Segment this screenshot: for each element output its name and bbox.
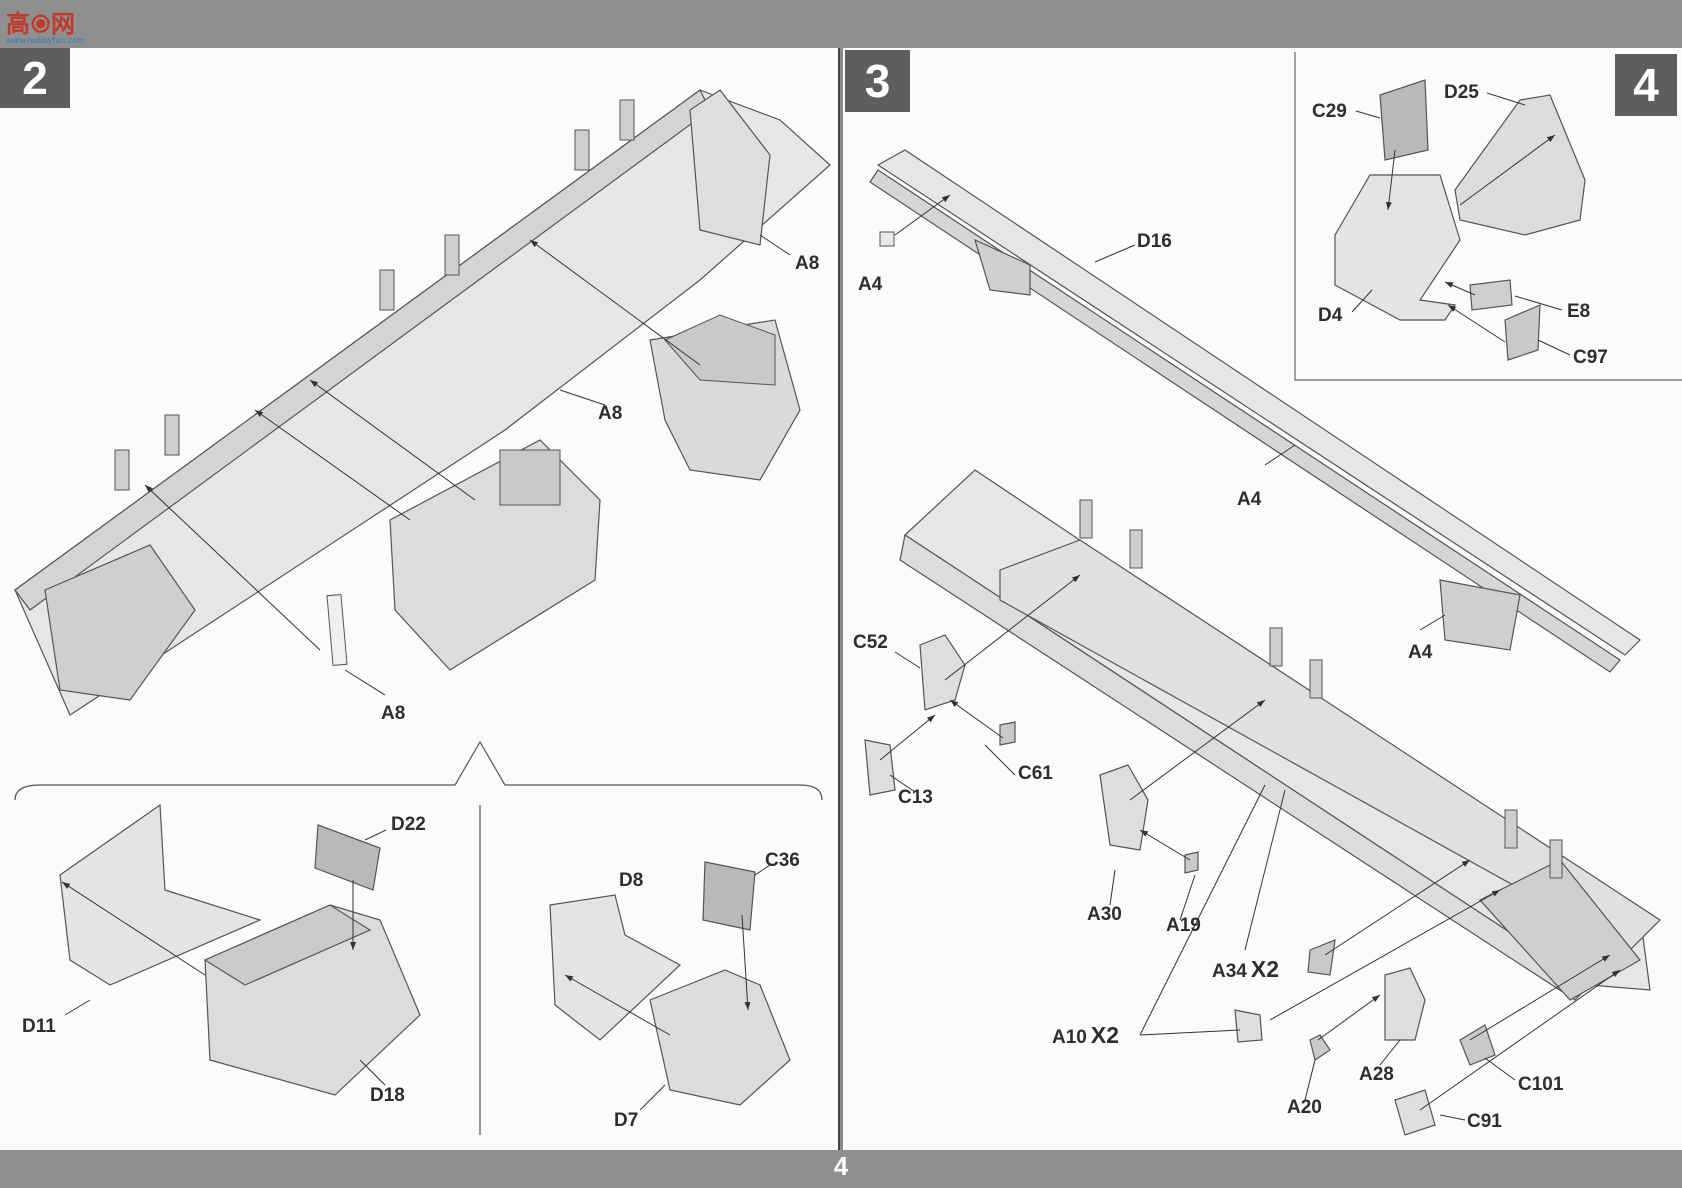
quantity-label: X2 (1090, 1022, 1119, 1048)
watermark-logo-text: 高🞊网 (6, 10, 76, 38)
part-label: A8 (795, 253, 820, 274)
step3-rail (869, 149, 1641, 673)
part-label: D18 (370, 1085, 405, 1106)
part-label: A34 (1212, 961, 1247, 982)
part-label: A4 (858, 274, 883, 295)
step-number-3: 3 (845, 50, 910, 112)
part-label: C52 (853, 632, 888, 653)
top-band (0, 0, 1682, 48)
part-label: D25 (1444, 82, 1479, 103)
step-number-2: 2 (0, 48, 70, 108)
part-label: C91 (1467, 1111, 1502, 1132)
part-label: A8 (381, 703, 406, 724)
part-label: A4 (1408, 642, 1433, 663)
part-label: C101 (1518, 1074, 1564, 1095)
quantity-label: X2 (1250, 956, 1279, 982)
part-label: D7 (614, 1110, 639, 1131)
part-label: D22 (391, 814, 426, 835)
part-label: C13 (898, 787, 933, 808)
part-label: A30 (1087, 904, 1122, 925)
part-label: A8 (598, 403, 623, 424)
part-label: C36 (765, 850, 800, 871)
part-label: D16 (1137, 231, 1172, 252)
watermark-url: www.hobbyfun.com (6, 36, 85, 45)
part-label: C29 (1312, 101, 1347, 122)
part-label: A28 (1359, 1064, 1394, 1085)
watermark-logo: 高🞊网 www.hobbyfun.com (6, 4, 85, 45)
part-label: A20 (1287, 1097, 1322, 1118)
part-label: E8 (1567, 301, 1591, 322)
step4-assembly (1334, 79, 1586, 361)
part-label: A19 (1166, 915, 1201, 936)
page-number: 4 (833, 1151, 849, 1181)
part-label: A10 (1052, 1027, 1087, 1048)
part-label: D8 (619, 870, 644, 891)
part-label: C97 (1573, 347, 1608, 368)
part-label: C61 (1018, 763, 1053, 784)
part-label: D4 (1318, 305, 1343, 326)
bottom-band (0, 1150, 1682, 1188)
step2-hull (14, 89, 831, 716)
part-label: D11 (22, 1016, 56, 1037)
step-number-4: 4 (1615, 54, 1677, 116)
part-label: A4 (1237, 489, 1262, 510)
